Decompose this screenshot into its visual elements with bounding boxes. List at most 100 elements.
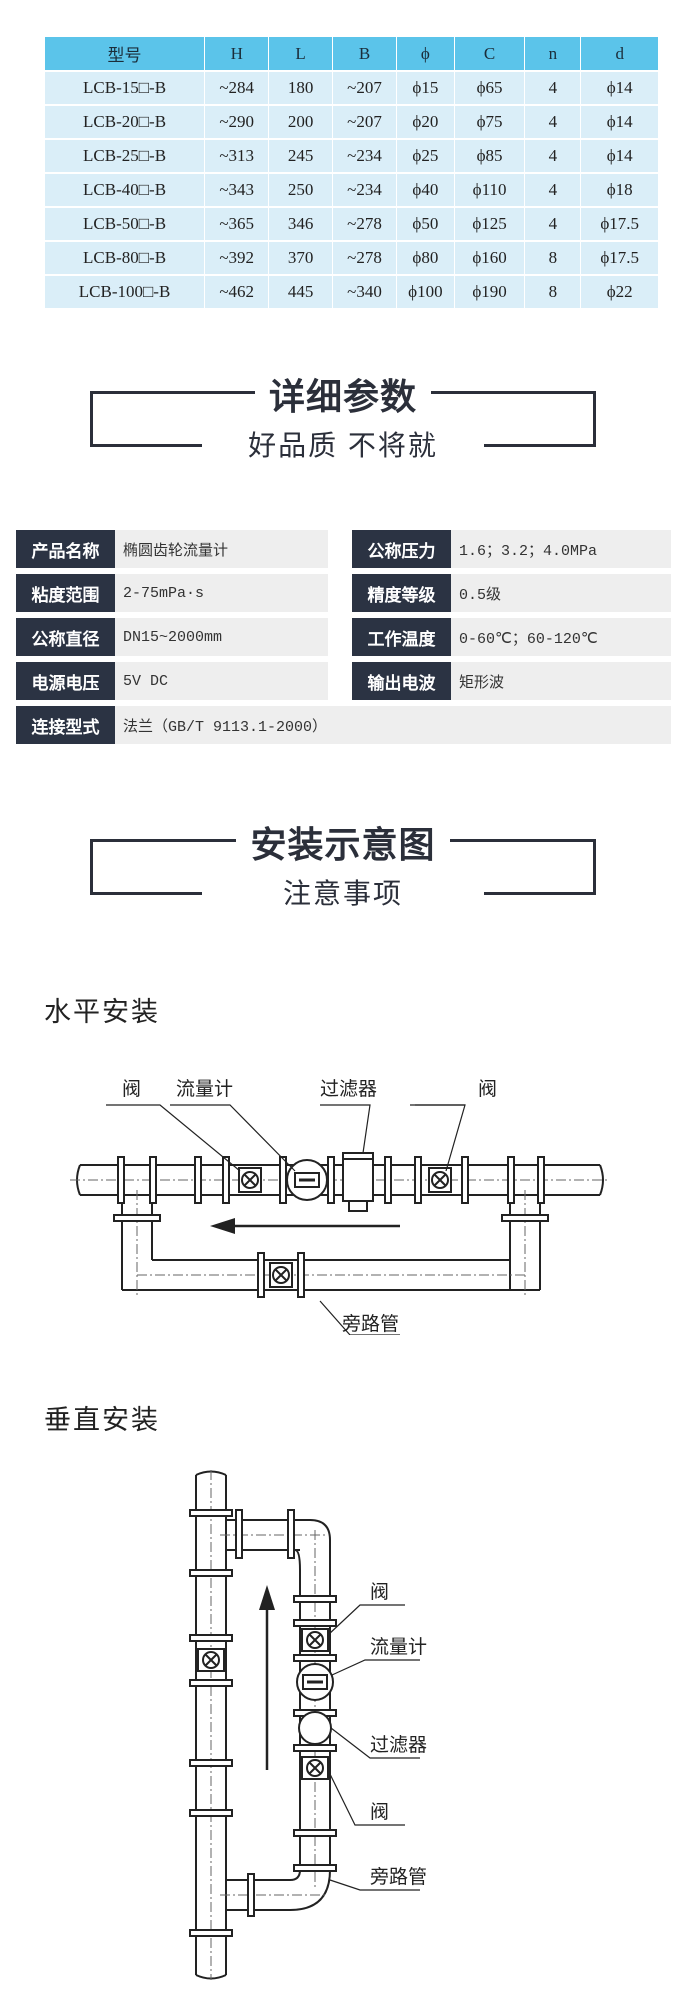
spec-pressure: 公称压力 1.6；3.2；4.0MPa (352, 530, 671, 568)
table-cell: ϕ14 (580, 104, 658, 139)
bypass-valve-icon (197, 1648, 225, 1672)
spec-product-name: 产品名称 椭圆齿轮流量计 (16, 530, 328, 568)
col-header-n: n (524, 37, 582, 71)
table-cell: ~278 (332, 240, 398, 275)
table-cell: ~313 (204, 138, 270, 173)
table-cell: ϕ85 (454, 138, 526, 173)
spec-power: 电源电压 5V DC (16, 662, 328, 700)
horizontal-install-diagram: 阀 流量计 过滤器 阀 旁路管 (70, 1078, 610, 1335)
table-cell: ϕ100 (396, 274, 455, 308)
spec-connection: 连接型式 法兰（GB/T 9113.1-2000） (16, 706, 671, 744)
vertical-install-title: 垂直安装 (44, 1405, 160, 1435)
label-valve-left: 阀 (122, 1078, 141, 1100)
table-cell: ~462 (204, 274, 270, 308)
col-header-model: 型号 (45, 37, 206, 71)
table-cell: ϕ125 (454, 206, 526, 241)
table-cell: ϕ17.5 (580, 240, 658, 275)
table-cell: 250 (268, 172, 333, 207)
col-header-h: H (204, 37, 270, 71)
bypass-valve-icon (269, 1262, 293, 1288)
label-meter: 流量计 (370, 1636, 427, 1658)
table-cell: ϕ22 (580, 274, 658, 308)
flow-meter-icon (286, 1159, 328, 1201)
table-cell: ~290 (204, 104, 270, 139)
install-subtitle: 注意事项 (268, 872, 417, 912)
table-cell: ϕ17.5 (580, 206, 658, 241)
table-cell: ϕ18 (580, 172, 658, 207)
install-section-heading: 安装示意图 注意事项 (90, 816, 596, 912)
col-header-l: L (268, 37, 333, 71)
valve-bottom-icon (301, 1756, 329, 1780)
label-valve-right: 阀 (478, 1078, 497, 1100)
vertical-install-diagram: 阀 流量计 过滤器 阀 旁路管 (189, 1470, 427, 1980)
table-cell: 200 (268, 104, 333, 139)
valve-left-icon (238, 1167, 262, 1193)
label-filter: 过滤器 (370, 1734, 427, 1756)
table-cell: 245 (268, 138, 333, 173)
table-cell: ϕ40 (396, 172, 455, 207)
table-cell: LCB-20□-B (45, 104, 206, 139)
table-cell: ϕ65 (454, 70, 526, 105)
col-header-b: B (332, 37, 398, 71)
horizontal-install-title: 水平安装 (44, 997, 160, 1027)
table-cell: ~207 (332, 104, 398, 139)
params-subtitle: 好品质 不将就 (234, 424, 452, 464)
table-cell: ~278 (332, 206, 398, 241)
table-cell: ϕ14 (580, 138, 658, 173)
install-title: 安装示意图 (236, 816, 450, 868)
table-cell: ~392 (204, 240, 270, 275)
table-cell: ϕ20 (396, 104, 455, 139)
table-cell: LCB-15□-B (45, 70, 206, 105)
params-title: 详细参数 (254, 368, 431, 420)
table-cell: LCB-25□-B (45, 138, 206, 173)
table-cell: 4 (524, 138, 582, 173)
spec-output: 输出电波 矩形波 (352, 662, 671, 700)
table-cell: 180 (268, 70, 333, 105)
spec-diameter: 公称直径 DN15~2000mm (16, 618, 328, 656)
table-header-row: 型号 H L B ϕ C n d (45, 37, 658, 71)
table-cell: LCB-40□-B (45, 172, 206, 207)
params-section-heading: 详细参数 好品质 不将就 (90, 368, 596, 464)
col-header-c: C (454, 37, 526, 71)
col-header-phi: ϕ (396, 37, 455, 71)
table-cell: 8 (524, 274, 582, 308)
label-bypass: 旁路管 (342, 1313, 399, 1335)
table-cell: ~365 (204, 206, 270, 241)
table-cell: ~207 (332, 70, 398, 105)
table-cell: ~234 (332, 138, 398, 173)
table-cell: 4 (524, 206, 582, 241)
table-cell: 4 (524, 104, 582, 139)
col-header-d: d (580, 37, 658, 71)
table-cell: 8 (524, 240, 582, 275)
label-filter: 过滤器 (320, 1078, 377, 1100)
table-cell: 4 (524, 172, 582, 207)
table-cell: ~284 (204, 70, 270, 105)
table-cell: LCB-50□-B (45, 206, 206, 241)
table-cell: LCB-80□-B (45, 240, 206, 275)
table-cell: 4 (524, 70, 582, 105)
table-cell: ϕ190 (454, 274, 526, 308)
table-cell: ~340 (332, 274, 398, 308)
table-cell: ϕ25 (396, 138, 455, 173)
label-meter: 流量计 (176, 1078, 233, 1100)
table-cell: LCB-100□-B (45, 274, 206, 308)
table-cell: ~343 (204, 172, 270, 207)
table-cell: ϕ160 (454, 240, 526, 275)
flow-meter-icon (296, 1663, 334, 1701)
spec-accuracy: 精度等级 0.5级 (352, 574, 671, 612)
flow-arrow-icon (259, 1585, 275, 1770)
filter-icon (342, 1152, 374, 1212)
table-cell: ϕ50 (396, 206, 455, 241)
table-cell: 445 (268, 274, 333, 308)
table-cell: ~234 (332, 172, 398, 207)
label-valve-top: 阀 (370, 1581, 389, 1603)
table-cell: ϕ110 (454, 172, 526, 207)
table-cell: 346 (268, 206, 333, 241)
